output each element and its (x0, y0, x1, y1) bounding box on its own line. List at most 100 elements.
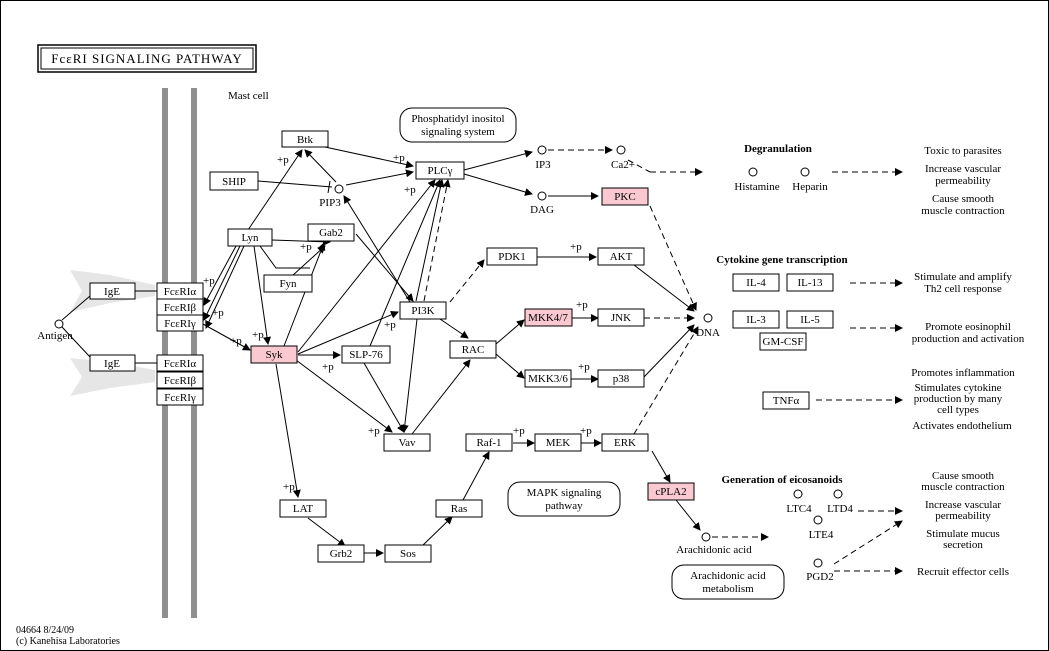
node-il5[interactable]: IL-5 (786, 310, 834, 329)
node-fyn[interactable]: Fyn (263, 274, 313, 293)
node-erk[interactable]: ERK (601, 433, 649, 452)
node-jnk[interactable]: JNK (597, 308, 645, 327)
svg-text:PKC: PKC (614, 191, 635, 203)
node-mek[interactable]: MEK (534, 433, 582, 452)
compound-pip3[interactable]: PIP3 (319, 184, 344, 209)
compound-heparin[interactable]: Heparin (792, 167, 828, 193)
node-pdk1[interactable]: PDK1 (486, 247, 538, 266)
node-pi3k[interactable]: PI3K (399, 301, 447, 320)
svg-text:Cause smooth: Cause smooth (932, 470, 995, 482)
node-il3[interactable]: IL-3 (732, 310, 780, 329)
compound-histamine[interactable]: Histamine (734, 167, 780, 193)
compound-ltc4[interactable]: LTC4 (786, 489, 812, 515)
svg-text:signaling system: signaling system (421, 126, 495, 138)
svg-text:PI3K: PI3K (411, 305, 434, 317)
svg-text:MKK3/6: MKK3/6 (528, 373, 568, 385)
compound-ca[interactable]: Ca2+ (611, 145, 635, 171)
pathway-phosphatidylinositol[interactable]: Phosphatidyl inositol signaling system (399, 107, 517, 143)
node-vav[interactable]: Vav (383, 433, 431, 452)
svg-text:+p: +p (322, 361, 334, 373)
svg-text:Increase vascular: Increase vascular (925, 163, 1001, 175)
svg-text:Lyn: Lyn (241, 232, 259, 244)
node-sos[interactable]: Sos (384, 544, 432, 563)
node-fceri-gamma-2[interactable]: FcεRIγ (156, 388, 204, 406)
node-il4[interactable]: IL-4 (732, 273, 780, 292)
svg-text:SHIP: SHIP (222, 176, 246, 188)
svg-text:+p: +p (252, 329, 264, 341)
pathway-arachidonic[interactable]: Arachidonic acid metabolism (671, 564, 785, 600)
compound-lte4[interactable]: LTE4 (809, 515, 834, 541)
compound-ltd4[interactable]: LTD4 (827, 489, 853, 515)
svg-text:Phosphatidyl inositol: Phosphatidyl inositol (411, 113, 504, 125)
svg-text:Recruit effector cells: Recruit effector cells (917, 566, 1009, 578)
svg-text:IL-13: IL-13 (797, 277, 823, 289)
svg-text:MEK: MEK (546, 437, 571, 449)
node-fceri-beta-2[interactable]: FcεRIβ (156, 371, 204, 389)
svg-text:AKT: AKT (610, 251, 633, 263)
svg-text:secretion: secretion (943, 539, 983, 551)
svg-text:Vav: Vav (398, 437, 416, 449)
svg-text:Stimulate and amplify: Stimulate and amplify (914, 271, 1012, 283)
node-lyn[interactable]: Lyn (227, 228, 273, 247)
node-p38[interactable]: p38 (597, 369, 645, 388)
svg-text:Sos: Sos (400, 548, 416, 560)
svg-text:Ca2+: Ca2+ (611, 159, 635, 171)
compound-ip3[interactable]: IP3 (535, 145, 551, 171)
outcomes: Toxic to parasites Increase vascular per… (911, 145, 1024, 578)
svg-text:metabolism: metabolism (702, 583, 754, 595)
svg-text:permeability: permeability (935, 175, 991, 187)
svg-text:ERK: ERK (614, 437, 636, 449)
node-pkc[interactable]: PKC (601, 187, 649, 206)
heading-eicosanoids: Generation of eicosanoids (722, 474, 844, 486)
node-gab2[interactable]: Gab2 (307, 223, 355, 242)
node-fceri-beta-1[interactable]: FcεRIβ (156, 298, 204, 316)
node-rac[interactable]: RAC (449, 340, 497, 359)
svg-text:+p: +p (580, 425, 592, 437)
svg-text:Arachidonic acid: Arachidonic acid (676, 544, 752, 556)
svg-text:production and activation: production and activation (912, 333, 1025, 345)
node-syk[interactable]: Syk (250, 345, 298, 364)
svg-text:+p: +p (576, 299, 588, 311)
svg-text:Grb2: Grb2 (330, 548, 353, 560)
node-fceri-alpha-1[interactable]: FcεRIα (156, 282, 204, 300)
svg-text:Promote eosinophil: Promote eosinophil (925, 321, 1011, 333)
node-il13[interactable]: IL-13 (786, 273, 834, 292)
svg-text:Activates endothelium: Activates endothelium (912, 420, 1012, 432)
cell-label: Mast cell (228, 90, 269, 102)
compound-arachidonic-acid[interactable]: Arachidonic acid (676, 532, 752, 556)
node-gmcsf[interactable]: GM-CSF (759, 332, 807, 351)
svg-text:+p: +p (513, 425, 525, 437)
node-plcg[interactable]: PLCγ (415, 161, 465, 180)
node-ras[interactable]: Ras (435, 499, 483, 518)
node-fceri-alpha-2[interactable]: FcεRIα (156, 354, 204, 372)
node-ige-2[interactable]: IgE (89, 354, 136, 372)
node-ige-1[interactable]: IgE (89, 282, 136, 300)
compound-dag[interactable]: DAG (530, 191, 554, 216)
svg-text:RAC: RAC (462, 344, 485, 356)
node-grb2[interactable]: Grb2 (317, 544, 365, 563)
compound-antigen[interactable]: Antigen (37, 319, 73, 342)
node-mkk47[interactable]: MKK4/7 (524, 308, 573, 327)
svg-text:IL-4: IL-4 (746, 277, 766, 289)
node-fceri-gamma-1[interactable]: FcεRIγ (156, 314, 204, 332)
compound-dna[interactable]: DNA (696, 313, 720, 339)
pathway-mapk[interactable]: MAPK signaling pathway (507, 481, 621, 517)
node-btk[interactable]: Btk (281, 130, 329, 148)
svg-text:+p: +p (404, 184, 416, 196)
heading-degranulation: Degranulation (744, 143, 812, 155)
node-slp76[interactable]: SLP-76 (341, 345, 391, 364)
svg-text:DAG: DAG (530, 204, 554, 216)
svg-text:+p: +p (212, 307, 224, 319)
compound-pgd2[interactable]: PGD2 (806, 558, 834, 583)
svg-text:Toxic to parasites: Toxic to parasites (924, 145, 1001, 157)
svg-text:PIP3: PIP3 (319, 197, 341, 209)
node-lat[interactable]: LAT (279, 499, 327, 518)
node-tnfa[interactable]: TNFα (762, 391, 810, 410)
node-ship[interactable]: SHIP (209, 171, 259, 191)
node-cpla2[interactable]: cPLA2 (647, 482, 695, 501)
svg-text:permeability: permeability (935, 510, 991, 522)
node-raf1[interactable]: Raf-1 (465, 433, 513, 452)
node-mkk36[interactable]: MKK3/6 (524, 369, 572, 388)
node-akt[interactable]: AKT (597, 247, 645, 266)
